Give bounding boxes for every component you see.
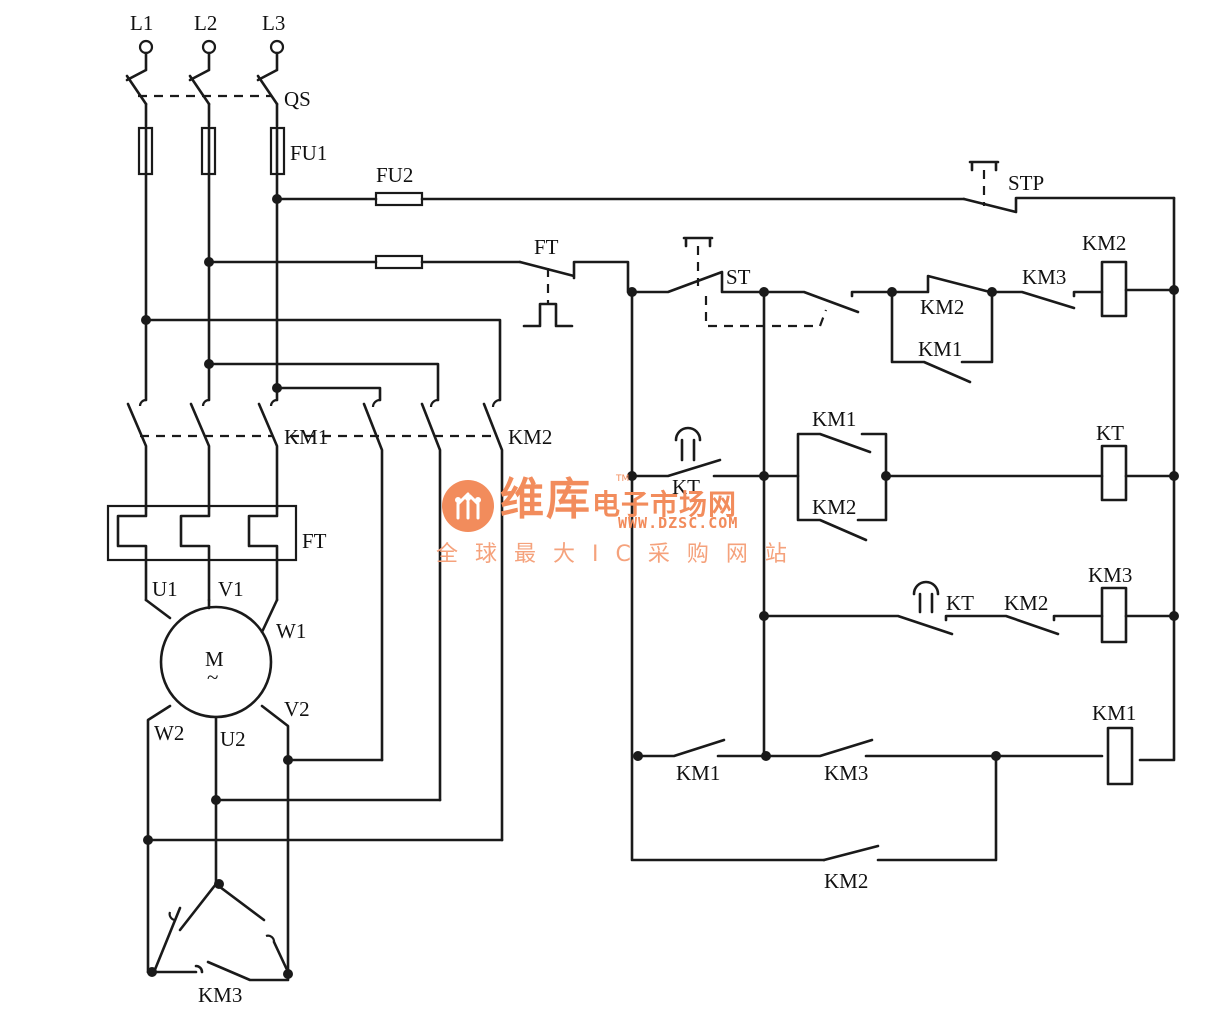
power-circuit: L1 L2 L3 QS FU1 [106,11,552,1007]
switch-qs [125,51,279,128]
control-circuit: FU2 STP FT ST [207,160,1179,893]
coil-km3 [1100,586,1128,644]
terminal-l2 [201,39,217,55]
label-row2-km1: KM1 [812,407,856,431]
contact-km2-main [290,398,504,842]
watermark-brand: 维库电子市场网 [500,474,738,525]
label-ft-switch: FT [534,235,559,259]
label-row1-km2: KM2 [920,295,964,319]
label-v2: V2 [284,697,310,721]
label-motor: M [205,647,224,671]
label-qs: QS [284,87,311,111]
contact-ft-nc [518,260,630,328]
control-row-3 [759,580,1179,644]
coil-km1 [1106,726,1134,786]
dzsc-logo-icon [442,480,494,532]
thermal-relay-ft [106,504,298,602]
label-row1-km3: KM3 [1022,265,1066,289]
control-row-4 [633,726,1134,862]
label-l3: L3 [262,11,285,35]
label-row2-kt: KT [672,475,700,499]
watermark-url: WWW.DZSC.COM [618,514,739,532]
button-stp [962,160,1176,214]
label-w1: W1 [276,619,306,643]
label-coil-km2: KM2 [1082,231,1126,255]
coil-kt [1100,444,1128,502]
label-u2: U2 [220,727,246,751]
label-coil-kt: KT [1096,421,1124,445]
label-row4-km2: KM2 [824,869,868,893]
terminal-l1 [138,39,154,55]
coil-km2 [1100,260,1128,318]
label-km3-star: KM3 [198,983,242,1007]
label-l2: L2 [194,11,217,35]
label-row1-km1: KM1 [918,337,962,361]
contact-km1-main [126,398,279,510]
watermark-tm: TM [616,474,630,484]
control-row-2 [627,426,1179,542]
label-fu1: FU1 [290,141,327,165]
label-row3-km2: KM2 [1004,591,1048,615]
label-ft-relay: FT [302,529,327,553]
watermark-slogan: 全球最大IC采购网站 [436,542,804,567]
label-motor-ac: ~ [207,665,218,689]
label-stp: STP [1008,171,1044,195]
label-fu2: FU2 [376,163,413,187]
fuse-fu2-bottom [374,254,424,270]
label-u1: U1 [152,577,178,601]
label-coil-km3: KM3 [1088,563,1132,587]
label-row2-km2: KM2 [812,495,856,519]
contact-km3-star [146,758,293,982]
label-km2-main: KM2 [508,425,552,449]
label-w2: W2 [154,721,184,745]
label-coil-km1: KM1 [1092,701,1136,725]
label-row4-km1: KM1 [676,761,720,785]
fuse-fu1 [137,126,286,176]
watermark: 维库电子市场网 TM WWW.DZSC.COM 全球最大IC采购网站 [436,474,796,567]
terminal-l3 [269,39,285,55]
label-v1: V1 [218,577,244,601]
label-l1: L1 [130,11,153,35]
control-row-1 [762,260,1179,384]
label-row4-km3: KM3 [824,761,868,785]
fuse-fu2-top [374,191,424,207]
label-st: ST [726,265,751,289]
motor-m [144,598,290,842]
label-row3-kt: KT [946,591,974,615]
